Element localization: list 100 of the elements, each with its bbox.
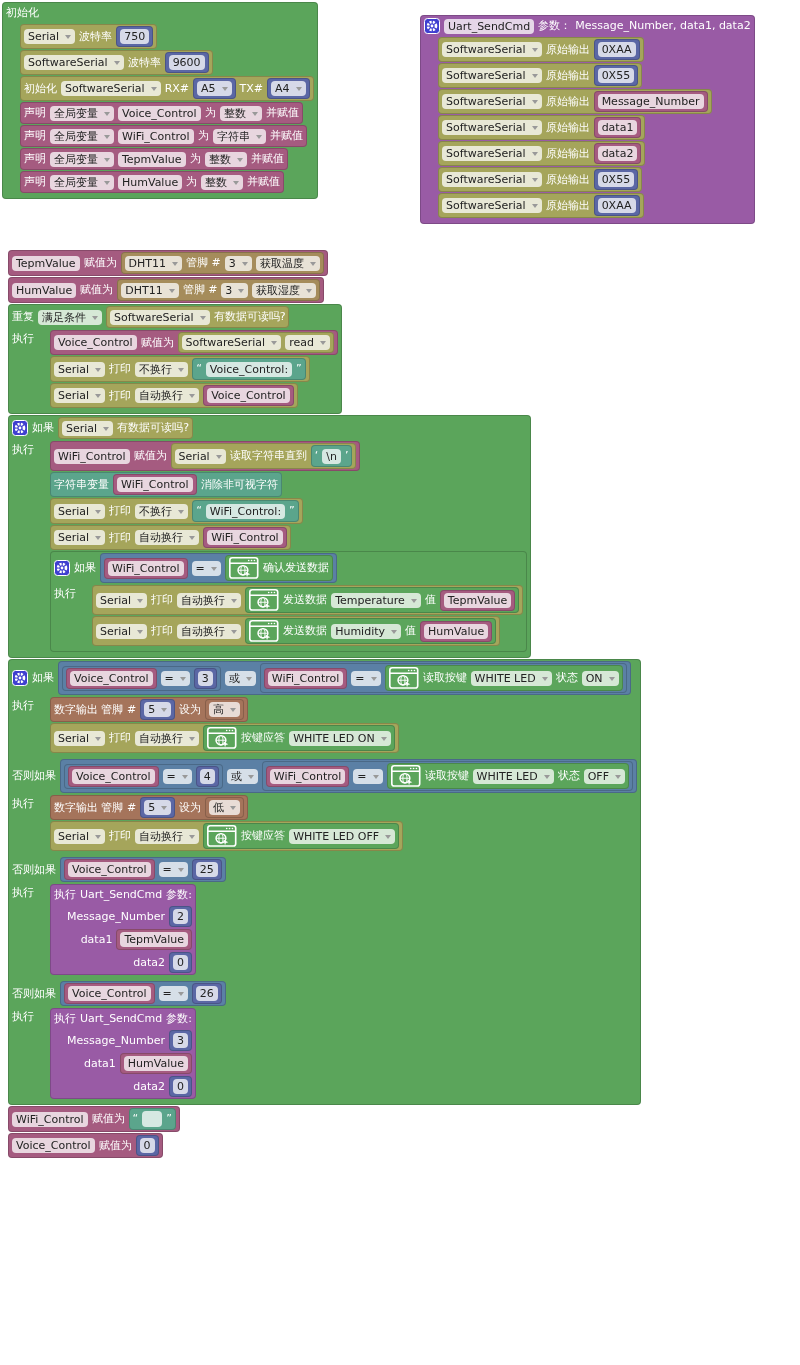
- dropdown-field: 高: [209, 702, 241, 717]
- dropdown-field: 或: [226, 768, 258, 784]
- block-label: 管脚 #: [186, 255, 221, 271]
- variable-name: WiFi_Control: [54, 448, 130, 464]
- block-label: 执行: [12, 699, 34, 712]
- statement-block: [50, 383, 298, 408]
- block-label: ‘: [314, 448, 319, 464]
- value-field: 0X55: [597, 172, 635, 187]
- dropdown-field: OFF: [583, 768, 625, 784]
- block-label: 数字输出 管脚 #: [54, 799, 137, 816]
- variable-name: WiFi_Control: [118, 128, 194, 144]
- value-block: [177, 332, 334, 353]
- block-label: 原始输出: [545, 67, 590, 84]
- if-block: [8, 415, 532, 658]
- dropdown-field: SoftwareSerial: [442, 120, 542, 135]
- value-field: data1: [597, 120, 638, 135]
- block-label: 状态: [557, 768, 580, 784]
- value-field: TepmValue: [443, 592, 512, 608]
- statement-block: [50, 498, 303, 524]
- compare-block: [64, 763, 223, 789]
- dropdown-field: =: [351, 670, 381, 686]
- dropdown-field: =: [158, 862, 188, 877]
- block-label: data2: [133, 954, 165, 971]
- logic-block: [60, 759, 637, 793]
- text-block: [192, 358, 306, 380]
- block-label: ’: [344, 448, 349, 464]
- dropdown-field: SoftwareSerial: [442, 172, 542, 187]
- block-label: 原始输出: [545, 171, 590, 188]
- function-call-block: [50, 884, 196, 975]
- dropdown-field: 全局变量: [50, 174, 114, 190]
- dropdown-field: SoftwareSerial: [442, 146, 542, 161]
- block-label: data1: [80, 931, 113, 948]
- dropdown-field: SoftwareSerial: [442, 94, 542, 109]
- dropdown-field: Serial: [62, 420, 114, 436]
- block-label: 数字输出 管脚 #: [54, 701, 137, 718]
- block-label: 打印: [109, 529, 132, 546]
- value-field: data2: [597, 146, 638, 161]
- statement-block: [438, 115, 646, 140]
- statement-block: [20, 76, 314, 101]
- dropdown-field: WHITE LED ON: [289, 730, 391, 746]
- value-block: [203, 725, 395, 751]
- block-label: 有数据可读吗?: [117, 420, 189, 436]
- loop-block: [8, 304, 342, 414]
- block-label: 设为: [179, 701, 202, 718]
- dropdown-field: Serial: [174, 448, 226, 464]
- statement-block: [20, 50, 213, 75]
- block-label: Message_Number, data1, data2: [575, 18, 751, 34]
- value-field: 4: [199, 768, 215, 784]
- dropdown-field: Serial: [54, 361, 106, 377]
- variable-name: TepmValue: [12, 255, 80, 271]
- value-field: WiFi_Control: [117, 477, 193, 492]
- block-label: “: [196, 503, 202, 519]
- function-call-block: [50, 1008, 196, 1099]
- block-label: 赋值为: [133, 448, 167, 464]
- dropdown-field: WHITE LED OFF: [289, 828, 396, 844]
- dropdown-field: Serial: [54, 828, 106, 844]
- dropdown-field: SoftwareSerial: [61, 81, 161, 96]
- dropdown-field: DHT11: [124, 255, 182, 271]
- statement-block: [50, 821, 404, 851]
- dropdown-field: 低: [209, 800, 241, 815]
- dropdown-field: =: [191, 560, 221, 576]
- function-block: [420, 15, 755, 224]
- dropdown-field: 全局变量: [50, 105, 114, 121]
- block-label: Uart_SendCmd: [80, 1011, 163, 1027]
- block-label: 打印: [109, 730, 132, 746]
- block-label: 并赋值: [247, 174, 281, 190]
- dropdown-field: 自动换行: [135, 828, 200, 844]
- block-label: 赋值为: [140, 334, 174, 351]
- statement-block: [438, 89, 712, 114]
- setup-block: [2, 2, 318, 199]
- value-block: [117, 279, 321, 301]
- value-field: 750: [120, 29, 150, 44]
- block-label: 执行: [12, 797, 34, 810]
- compare-block: [62, 665, 221, 691]
- value-field: 3: [197, 670, 213, 686]
- dropdown-field: 自动换行: [135, 388, 200, 403]
- dropdown-field: A5: [197, 81, 232, 96]
- block-label: 打印: [109, 828, 132, 844]
- block-label: 声明: [24, 105, 46, 121]
- statement-block: [50, 795, 249, 820]
- block-label: 打印: [109, 387, 132, 404]
- block-label: 波特率: [127, 54, 161, 71]
- block-label: 如果: [32, 670, 54, 686]
- dropdown-field: SoftwareSerial: [24, 55, 124, 70]
- dropdown-field: 字符串: [212, 128, 266, 144]
- block-label: 原始输出: [545, 145, 590, 162]
- dropdown-field: 3: [221, 282, 249, 298]
- block-label: data2: [133, 1078, 165, 1095]
- block-label: Uart_SendCmd: [80, 887, 163, 903]
- dropdown-field: Serial: [54, 730, 106, 746]
- statement-block: [50, 472, 282, 497]
- block-label: 声明: [24, 174, 46, 190]
- variable-name: HumValue: [118, 174, 183, 190]
- value-block: [106, 306, 290, 328]
- dropdown-field: Serial: [54, 503, 106, 519]
- block-label: TX#: [239, 80, 264, 97]
- value-block: [170, 443, 357, 469]
- statement-block: [438, 63, 643, 88]
- dropdown-field: Serial: [54, 388, 106, 403]
- block-label: 否则如果: [12, 768, 56, 784]
